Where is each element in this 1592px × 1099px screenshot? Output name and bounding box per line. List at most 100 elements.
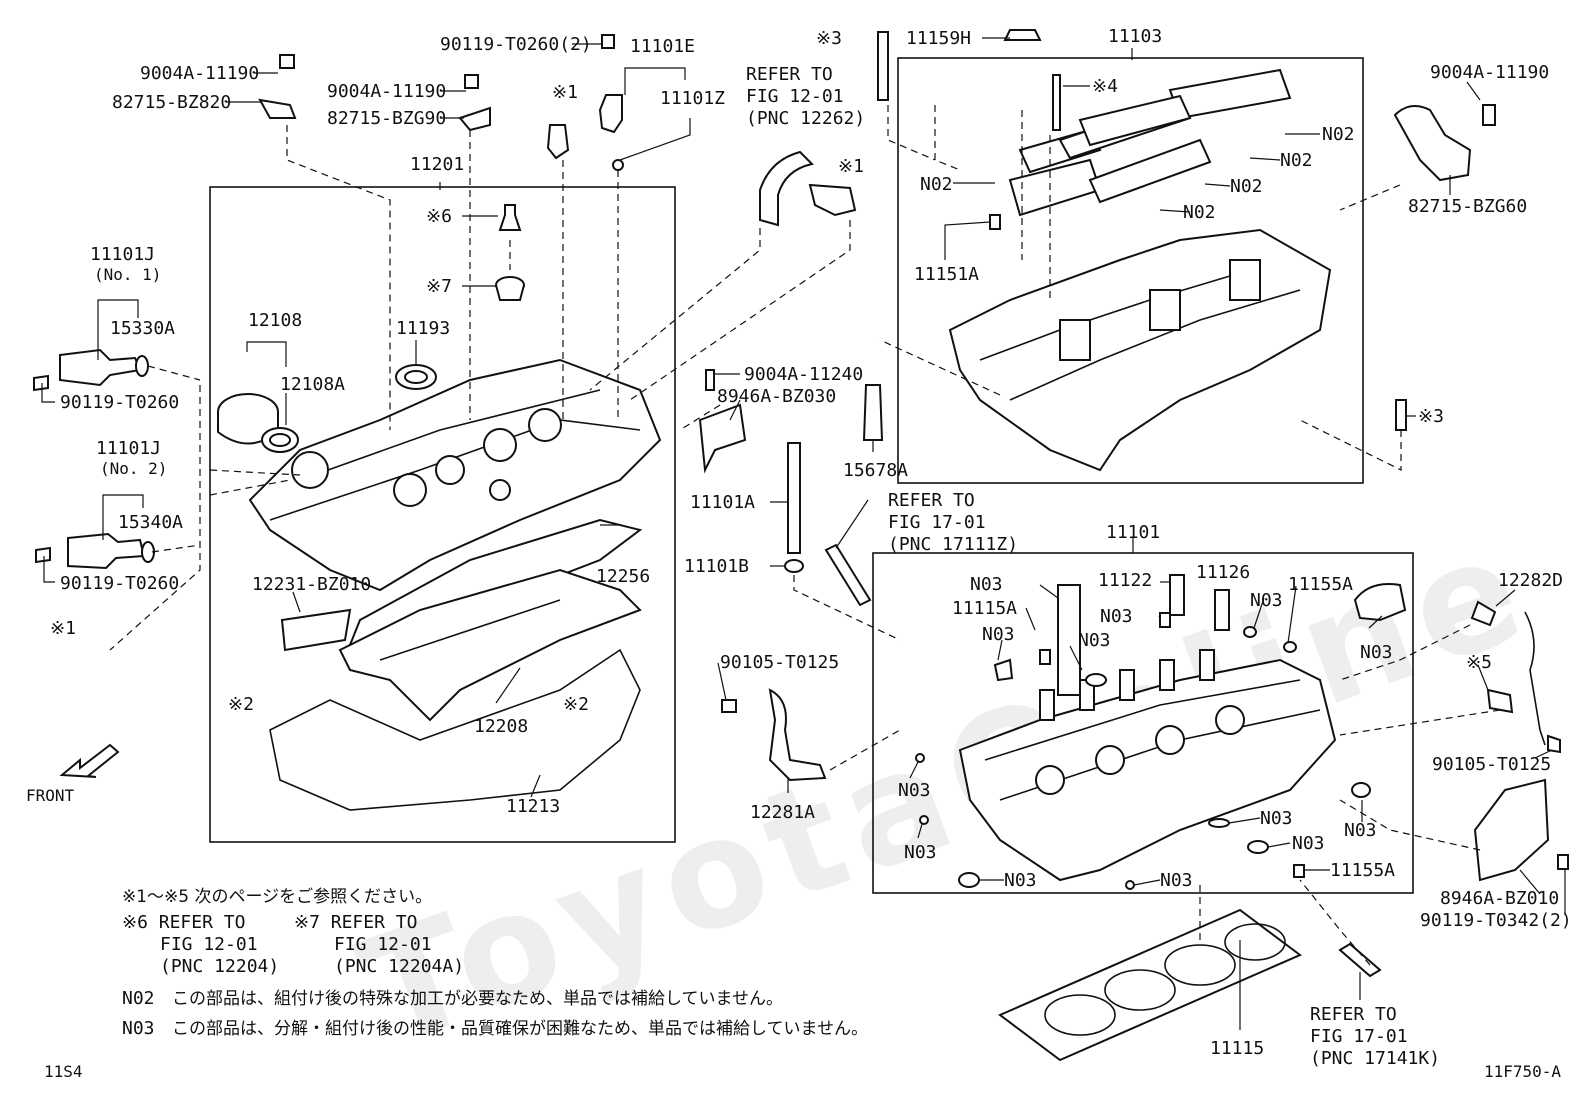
wire-bracket-12281A-drawing	[721, 688, 827, 782]
note-n03-text: この部品は、分解・組付け後の性能・品質確保が困難なため、単品では補給していません…	[172, 1019, 868, 1039]
dowel-pin-drawing	[824, 543, 872, 607]
label-15678A: 15678A	[843, 460, 908, 481]
label-90119-T0342-2: 90119-T0342(2)	[1420, 910, 1572, 931]
label-n02-2: N02	[1322, 124, 1355, 145]
label-n03-g: N03	[898, 780, 931, 801]
label-refer-17141-line2: FIG 17-01	[1310, 1026, 1408, 1047]
label-mark4: ※4	[1092, 76, 1118, 97]
label-refer-12262-line1: REFER TO	[746, 64, 833, 85]
note-n03-code: N03	[122, 1018, 155, 1039]
pcv-valve-drawing	[495, 204, 525, 301]
label-refer-17141-line3: (PNC 17141K)	[1310, 1048, 1440, 1069]
label-90119-T0260-a: 90119-T0260	[60, 392, 179, 413]
label-11115: 11115	[1210, 1038, 1264, 1059]
label-refer-12262-line3: (PNC 12262)	[746, 108, 865, 129]
label-n03-k: N03	[1260, 808, 1293, 829]
footer-left-code: 11S4	[44, 1062, 83, 1081]
label-12282D: 12282D	[1498, 570, 1563, 591]
label-9004A-11190-b: 9004A-11190	[327, 81, 446, 102]
label-11101: 11101	[1106, 522, 1160, 543]
oil-filler-cap-drawing	[217, 393, 299, 453]
cover-group-box	[209, 186, 676, 843]
note-n02-text: この部品は、組付け後の特殊な加工が必要なため、単品では補給していません。	[172, 989, 783, 1009]
label-n03-f: N03	[1078, 630, 1111, 651]
label-n02-1: N02	[920, 174, 953, 195]
label-90105-T0125-a: 90105-T0125	[720, 652, 839, 673]
label-11101Z: 11101Z	[660, 88, 725, 109]
label-n02-5: N02	[1183, 202, 1216, 223]
oil-control-valve-no1-drawing	[33, 348, 149, 392]
cam-sensor-11101E-drawing	[598, 34, 624, 171]
label-mark2-left: ※2	[228, 694, 254, 715]
oil-strainer-15678A-drawing	[862, 384, 884, 441]
front-arrow	[59, 743, 120, 778]
heat-shield-12231-drawing	[280, 608, 352, 652]
label-90119-T0260-2: 90119-T0260(2)	[440, 34, 592, 55]
label-9004A-11190-c: 9004A-11190	[1430, 62, 1549, 83]
oil-control-valve-no2-drawing	[35, 532, 155, 570]
label-11126: 11126	[1196, 562, 1250, 583]
bracket-8946A-BZ030-drawing	[698, 369, 747, 474]
label-n03-e: N03	[1360, 642, 1393, 663]
label-11151A: 11151A	[914, 264, 979, 285]
label-11193: 11193	[396, 318, 450, 339]
oil-seal-11193-drawing	[395, 364, 437, 390]
label-11101E: 11101E	[630, 36, 695, 57]
label-n02-4: N02	[1230, 176, 1263, 197]
head-gasket-11115-drawing	[998, 908, 1302, 1062]
label-11155A-a: 11155A	[1288, 574, 1353, 595]
label-12231-BZ010: 12231-BZ010	[252, 574, 371, 595]
head-bolt-11101A-drawing	[784, 442, 804, 573]
label-mark3-top: ※3	[816, 28, 842, 49]
label-12108A: 12108A	[280, 374, 345, 395]
label-11159H: 11159H	[906, 28, 971, 49]
label-11101B: 11101B	[684, 556, 749, 577]
label-refer-17141-line1: REFER TO	[1310, 1004, 1397, 1025]
sensor-12282D-drawing	[1470, 600, 1561, 754]
note-ref7-line2: FIG 12-01	[334, 934, 432, 955]
heat-insulator-8946A-BZ010-drawing	[1473, 778, 1569, 882]
note-n02-code: N02	[122, 988, 155, 1009]
note-ref6-line3: (PNC 12204)	[160, 956, 279, 977]
cylinder-head-cover-drawing	[248, 358, 662, 592]
label-n03-a: N03	[970, 574, 1003, 595]
label-refer-17111-line3: (PNC 17111Z)	[888, 534, 1018, 555]
part-labels: 9004A-11190 82715-BZ820 90119-T0260(2) 9…	[26, 26, 1572, 1069]
cylinder-head-drawing	[958, 649, 1337, 882]
hose-12262-drawing	[759, 150, 857, 227]
label-12256: 12256	[596, 566, 650, 587]
label-12108: 12108	[248, 310, 302, 331]
label-9004A-11240: 9004A-11240	[744, 364, 863, 385]
label-mark7: ※7	[426, 276, 452, 297]
cam-bearing-caps-drawing	[1008, 68, 1292, 217]
baffle-plate-12208-drawing	[338, 568, 642, 722]
notes-block: ※1～※5 次のページをご参照ください。 ※6 REFER TO FIG 12-…	[122, 887, 868, 1039]
head-small-parts-drawing	[915, 574, 1407, 890]
label-12208: 12208	[474, 716, 528, 737]
note-ref6-line1: ※6 REFER TO	[122, 912, 245, 933]
label-n03-h: N03	[904, 842, 937, 863]
label-15340A: 15340A	[118, 512, 183, 533]
label-n03-i: N03	[1004, 870, 1037, 891]
label-n03-d: N03	[1250, 590, 1283, 611]
label-15330A: 15330A	[110, 318, 175, 339]
camshaft-housing-drawing	[948, 228, 1332, 472]
label-11101A: 11101A	[690, 492, 755, 513]
label-mark3-right: ※3	[1418, 406, 1444, 427]
label-mark1-right: ※1	[838, 156, 864, 177]
label-refer-17111-line2: FIG 17-01	[888, 512, 986, 533]
label-11101J-no2-sub: (No. 2)	[100, 459, 167, 478]
label-n03-j: N03	[1160, 870, 1193, 891]
note-ref6-line2: FIG 12-01	[160, 934, 258, 955]
dashed-assembly-lines	[109, 105, 1501, 966]
label-11101J-no1-sub: (No. 1)	[94, 265, 161, 284]
label-82715-BZG90: 82715-BZG90	[327, 108, 446, 129]
cover-gasket-11213-drawing	[269, 648, 641, 811]
label-mark5: ※5	[1466, 652, 1492, 673]
label-82715-BZ820: 82715-BZ820	[112, 92, 231, 113]
dowel-17141K-drawing	[1338, 942, 1382, 978]
label-refer-17111-line1: REFER TO	[888, 490, 975, 511]
label-refer-12262-line2: FIG 12-01	[746, 86, 844, 107]
bracket-small-drawing	[258, 54, 570, 160]
